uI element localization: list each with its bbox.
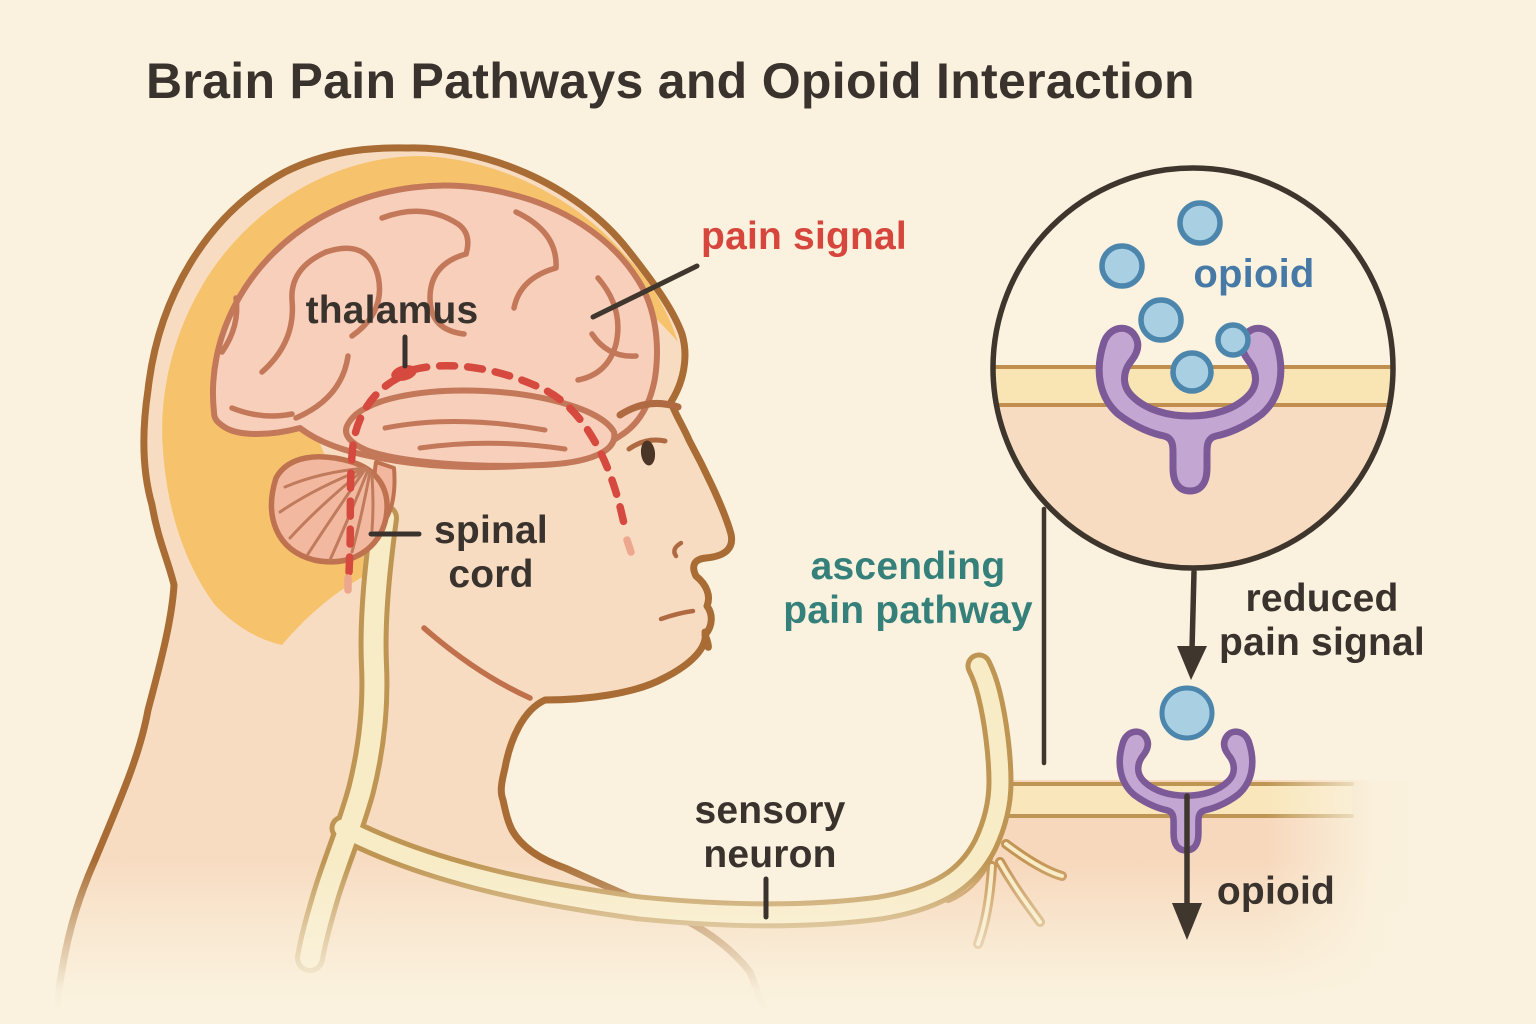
opioid-molecules — [1099, 200, 1251, 394]
label-pain-signal: pain signal — [701, 215, 907, 258]
label-ascending-pathway: ascending pain pathway — [768, 545, 1048, 633]
opioid-arrow — [1172, 793, 1202, 940]
label-sensory-line1: sensory — [694, 789, 846, 832]
label-thalamus: thalamus — [305, 289, 479, 332]
opioid-receptor-small — [1120, 685, 1253, 850]
pain-pathway-dashes — [344, 362, 635, 594]
pain-signal-leader — [590, 263, 700, 320]
pupil — [640, 440, 656, 466]
cerebellum — [268, 454, 390, 565]
opioid-molecule-free — [1159, 685, 1215, 741]
reduced-signal-arrow — [1177, 569, 1207, 680]
label-sensory-line2: neuron — [703, 833, 837, 877]
label-opioid-bottom: opioid — [1216, 870, 1336, 913]
annotation-lines — [368, 263, 1207, 940]
page-title: Brain Pain Pathways and Opioid Interacti… — [146, 53, 1195, 109]
mouth-line — [658, 608, 696, 622]
label-reduced-pain-signal: reduced pain signal — [1182, 577, 1462, 665]
label-ascending-line1: ascending — [810, 545, 1006, 588]
jaw-line — [421, 625, 533, 701]
gyri-lines — [219, 208, 639, 421]
temporal-folds — [382, 418, 568, 452]
label-reduced-line1: reduced — [1245, 577, 1399, 620]
label-opioid-inset: opioid — [1193, 252, 1315, 296]
label-spinal-cord-line2: cord — [448, 553, 534, 597]
nostril — [672, 540, 684, 559]
receptor-inset-circle — [990, 165, 1396, 571]
label-ascending-line2: pain pathway — [783, 589, 1033, 633]
eyebrow — [616, 399, 682, 419]
inset-circle-outline — [990, 165, 1396, 571]
label-spinal-cord-line1: spinal — [434, 509, 548, 552]
label-spinal-cord: spinal cord — [421, 509, 561, 597]
face-features — [421, 399, 696, 701]
label-sensory-neuron: sensory neuron — [670, 789, 870, 877]
thalamus-dot — [391, 365, 417, 381]
label-reduced-line2: pain signal — [1219, 621, 1425, 665]
brain — [210, 182, 660, 565]
